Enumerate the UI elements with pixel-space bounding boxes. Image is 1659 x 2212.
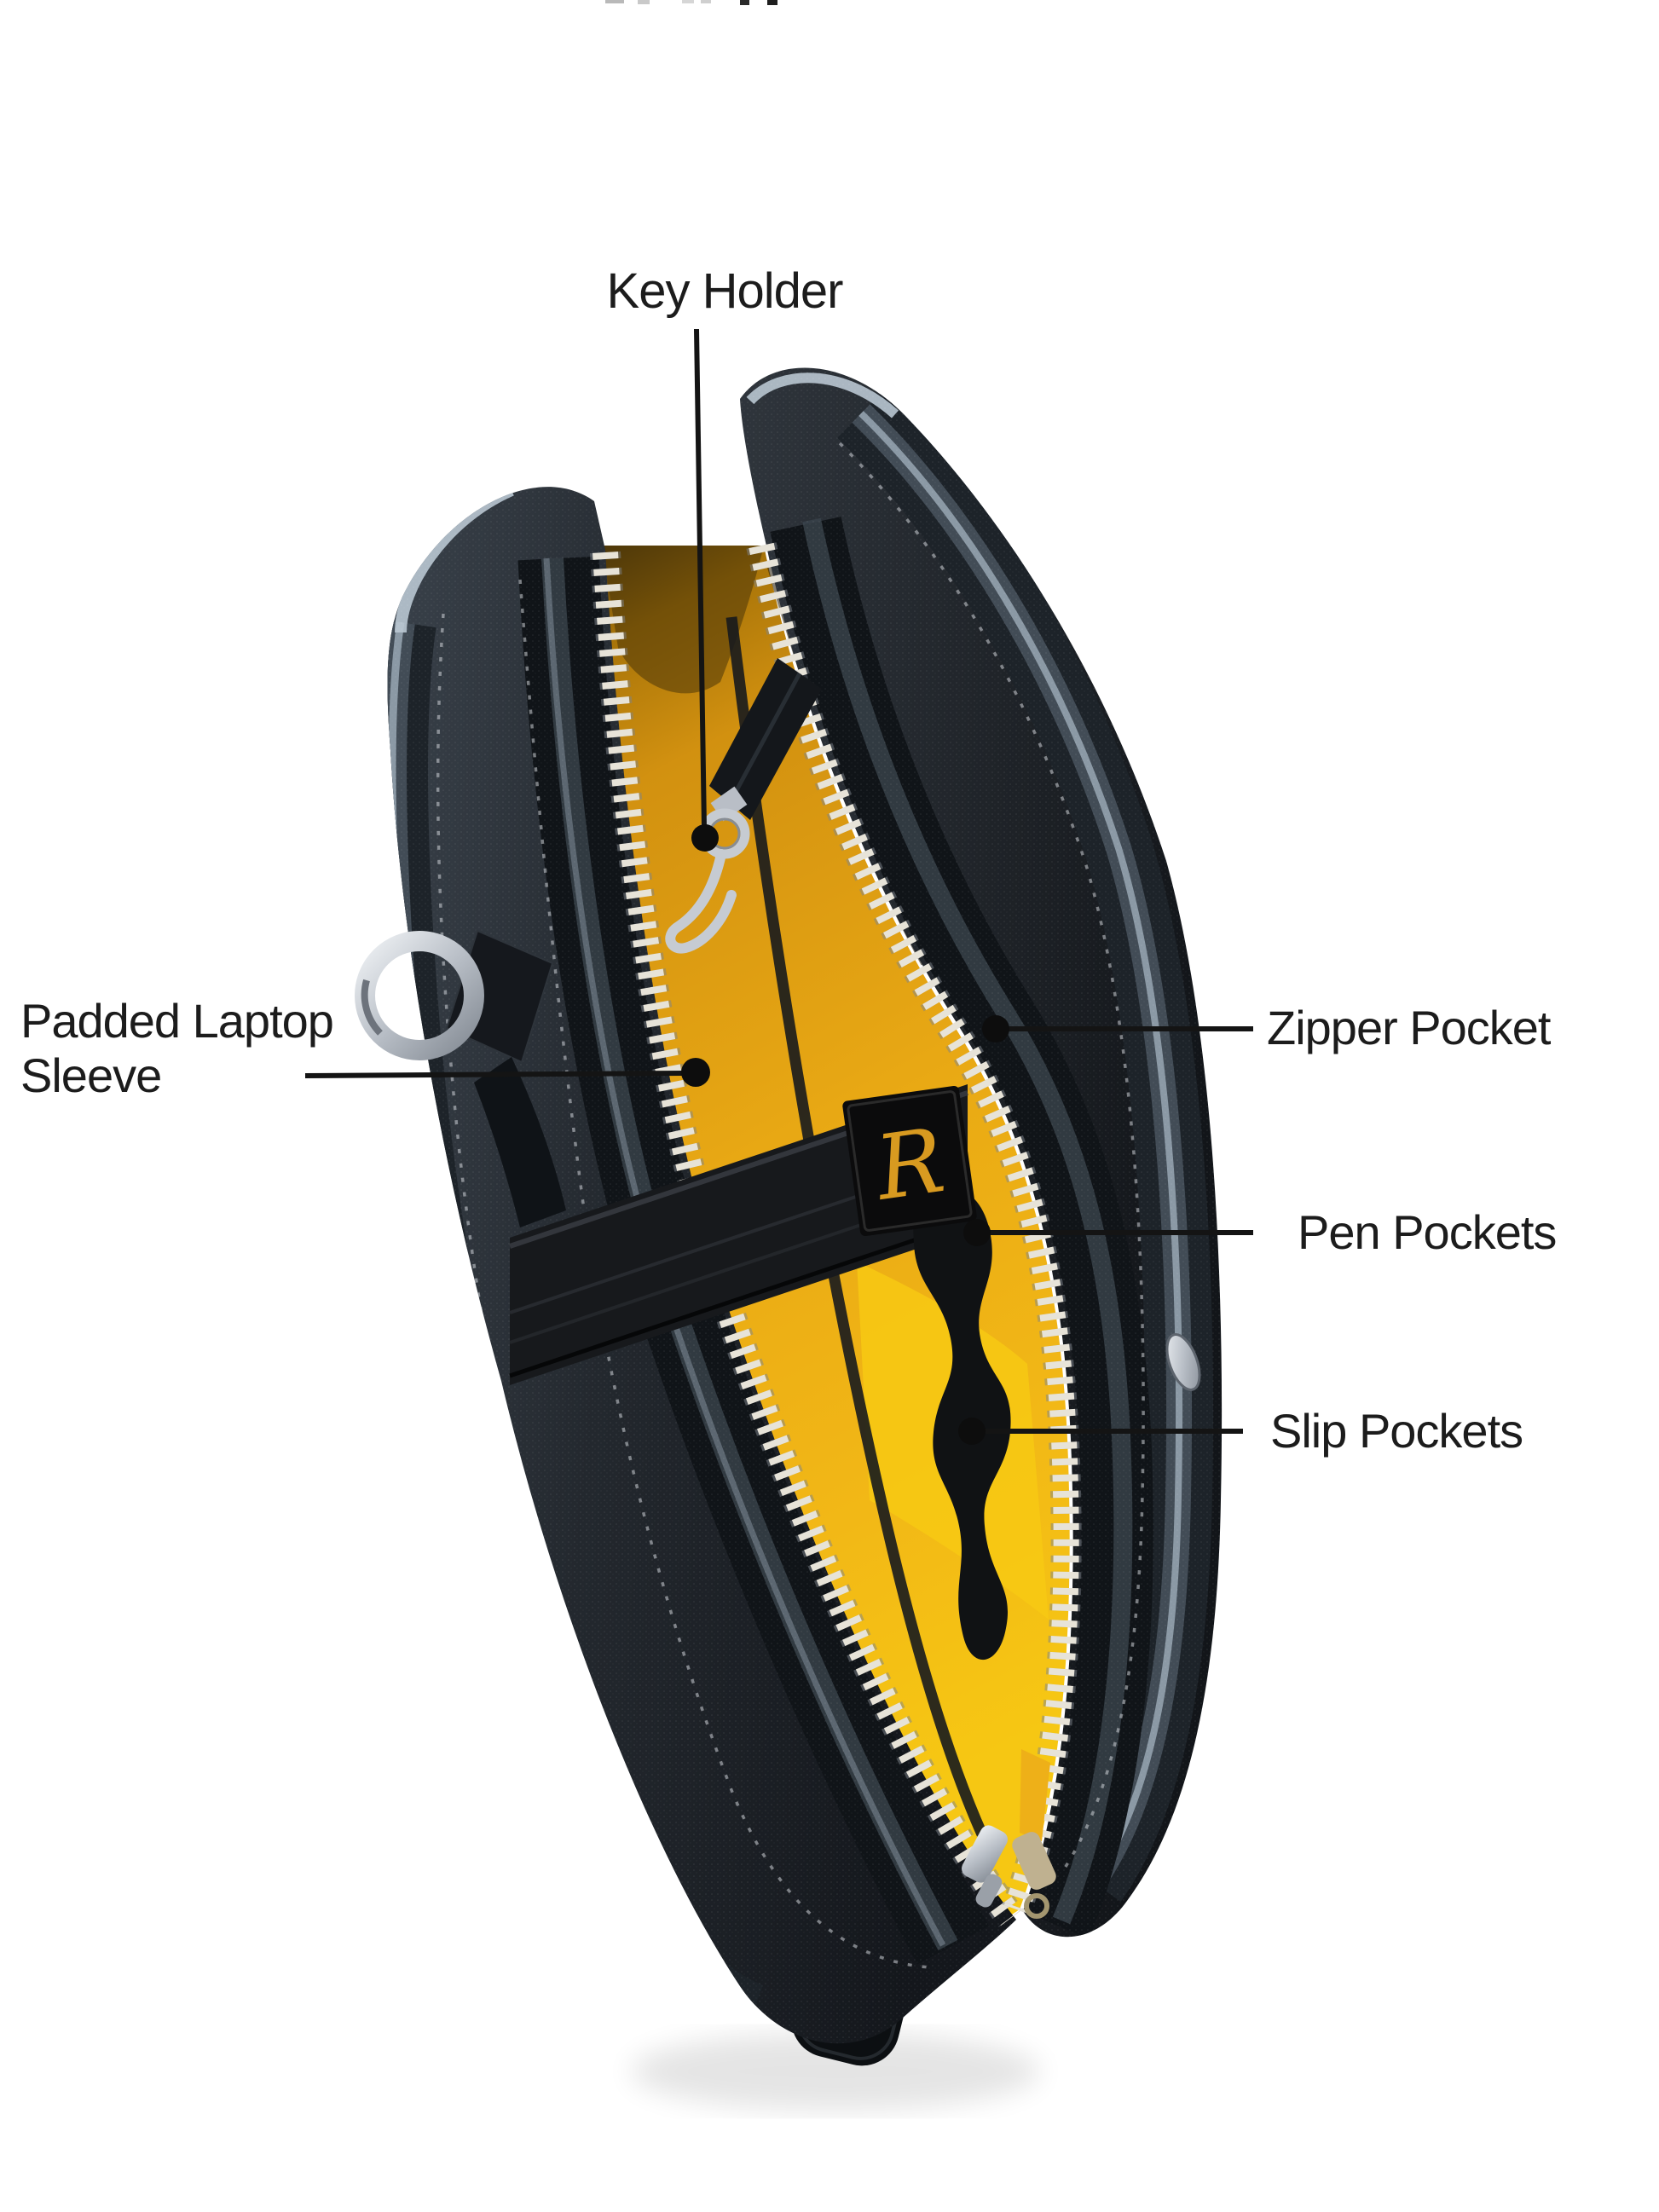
zipper-pocket-dot [982,1015,1009,1042]
padded-laptop-sleeve-line [304,1071,685,1078]
key-holder-label: Key Holder [606,263,844,319]
pen-pockets-label: Pen Pockets [1298,1205,1557,1259]
padded-laptop-sleeve-label: Padded Laptop Sleeve [20,994,334,1102]
zipper-teeth [590,542,1082,1927]
padded-laptop-sleeve-dot [681,1058,710,1087]
slip-pockets-label: Slip Pockets [1270,1404,1523,1458]
d-ring [355,929,566,1227]
bag-right-half [740,367,1223,1938]
ground-shadow [631,2032,1040,2111]
laptop-sleeve-edge [725,616,987,1837]
zipper-pocket-label: Zipper Pocket [1267,1001,1552,1054]
slip-pockets-dot [958,1418,986,1445]
pen-pockets-dot [963,1219,991,1246]
cropped-text-fragments [605,0,777,5]
stitching [518,579,930,1969]
brand-monogram: R [868,1108,951,1221]
side-ring [1165,1333,1201,1391]
callout-leaders [304,328,1253,1445]
key-holder-clasp [665,658,822,954]
key-holder-line [694,328,707,829]
key-holder-dot [691,824,719,852]
brand-tag: R [842,1085,977,1237]
zipper-pulls [962,1749,1056,1919]
